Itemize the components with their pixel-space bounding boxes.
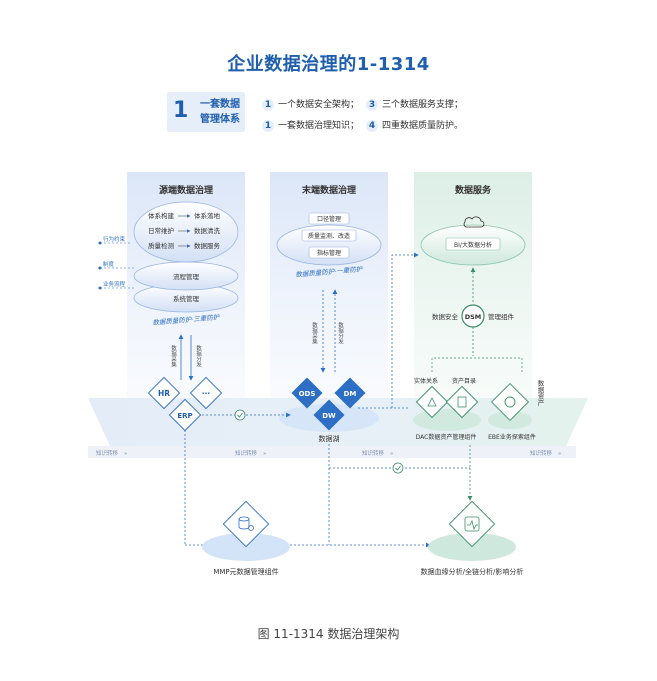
erp-label: ERP: [177, 412, 192, 420]
check-icon: [234, 409, 246, 421]
summary-main-label: 一套数据管理体系: [200, 99, 240, 125]
explore-icon: [504, 396, 516, 408]
asset-catalog-label: 资产目录: [452, 377, 476, 385]
cloud-icon: [463, 216, 485, 228]
dm-label: DM: [344, 390, 357, 398]
data-lake-label: 数据湖: [319, 434, 340, 443]
ebe-label: EBE业务探索组件: [488, 433, 536, 441]
check-icon: [392, 462, 404, 474]
dw-node: DW: [313, 399, 345, 431]
bi-label: BI/大数据分析: [454, 241, 492, 249]
management-component-label: 管理组件: [488, 312, 515, 321]
mmp-label: MMP元数据管理组件: [213, 567, 278, 576]
knowledge-strip: [88, 446, 576, 458]
source-title: 源端数据治理: [159, 184, 213, 196]
source-row-left: 质量检测: [148, 241, 175, 250]
process-management-label: 流程管理: [173, 272, 200, 281]
svg-text:»: »: [124, 451, 127, 457]
knowledge-transfer-label: 知识转移: [235, 449, 258, 457]
side-label-behavior: 行为约束: [103, 235, 126, 243]
ods-node: ODS: [291, 377, 323, 409]
summary-item: 1 一个数据安全架构；: [262, 97, 359, 111]
source-row-right: 数据清洗: [194, 226, 221, 235]
source-row-right: 数据服务: [194, 241, 221, 250]
source-distribute-label: 数据分发: [195, 344, 202, 369]
figure-caption: 图 11-1314 数据治理架构: [257, 627, 400, 641]
data-assets-label: 数据资产: [536, 379, 544, 408]
source-layer-behavior: [133, 201, 239, 263]
hr-node: HR: [147, 376, 181, 410]
hr-label: HR: [158, 389, 170, 398]
dw-label: DW: [322, 412, 336, 420]
dm-node: DM: [334, 377, 366, 409]
lineage-node: [448, 500, 496, 548]
catalog-icon: [457, 396, 467, 408]
knowledge-transfer-label: 知识转移: [530, 449, 553, 457]
service-title: 数据服务: [455, 184, 492, 196]
end-collect-label: 数据采集: [311, 321, 318, 346]
summary-item: 3 三个数据服务支撑；: [366, 97, 463, 111]
knowledge-transfer-label: 知识转移: [96, 449, 119, 457]
entity-relation-label: 实体关系: [414, 377, 438, 385]
side-label-process: 业务流程: [103, 280, 126, 288]
more-label: ···: [202, 389, 211, 398]
summary-item-text: 三个数据服务支撑；: [382, 100, 464, 110]
page-title: 企业数据治理的1-1314: [227, 54, 430, 75]
end-item-caliber: 口径管理: [317, 215, 341, 223]
side-label-system: 制度: [103, 260, 115, 268]
catalog-node: [445, 385, 479, 419]
entity-node: [415, 385, 449, 419]
ebe-node: [488, 382, 532, 429]
knowledge-transfer-label: 知识转移: [362, 449, 385, 457]
summary-item-number: 3: [366, 99, 378, 111]
end-distribute-label: 数据分发: [337, 321, 344, 346]
end-panel: [270, 172, 388, 404]
dsm-label: DSM: [465, 313, 482, 321]
source-collect-label: 数据采集: [170, 344, 177, 369]
erp-node: ERP: [168, 398, 202, 432]
end-item-quality: 质量监测、改造: [308, 232, 350, 240]
lineage-label: 数据血缘分析/全链分析/影响分析: [421, 567, 524, 576]
svg-text:»: »: [390, 451, 393, 457]
gear-icon: [248, 525, 254, 531]
source-row-right: 体系落地: [194, 211, 221, 220]
source-row-left: 日常维护: [148, 226, 174, 235]
summary-badge: 1 一套数据管理体系: [167, 92, 245, 132]
end-item-metric: 指标管理: [317, 249, 341, 257]
security-label: 数据安全: [432, 312, 459, 321]
mmp-node: [222, 500, 270, 548]
source-row-left: 体系构建: [148, 211, 175, 220]
more-systems-node: ···: [189, 376, 223, 410]
dac-label: DAC数据资产管理组件: [416, 433, 477, 441]
end-title: 末端数据治理: [301, 184, 356, 196]
ods-label: ODS: [299, 390, 316, 398]
summary-item-number: 1: [262, 120, 274, 132]
summary-item-text: 一个数据安全架构；: [278, 100, 360, 110]
summary-item-number: 4: [366, 120, 378, 132]
summary-item-text: 四重数据质量防护。: [382, 121, 464, 131]
system-management-label: 系统管理: [173, 294, 200, 303]
svg-text:»: »: [558, 451, 561, 457]
summary-item: 1 一套数据治理知识；: [262, 118, 359, 132]
entity-icon: [427, 397, 437, 407]
summary-item: 4 四重数据质量防护。: [366, 118, 463, 132]
summary-item-number: 1: [262, 99, 274, 111]
summary-main-number: 1: [173, 98, 189, 123]
svg-text:»: »: [263, 451, 266, 457]
lineage-icon: [464, 516, 480, 532]
summary-item-text: 一套数据治理知识；: [278, 121, 360, 131]
